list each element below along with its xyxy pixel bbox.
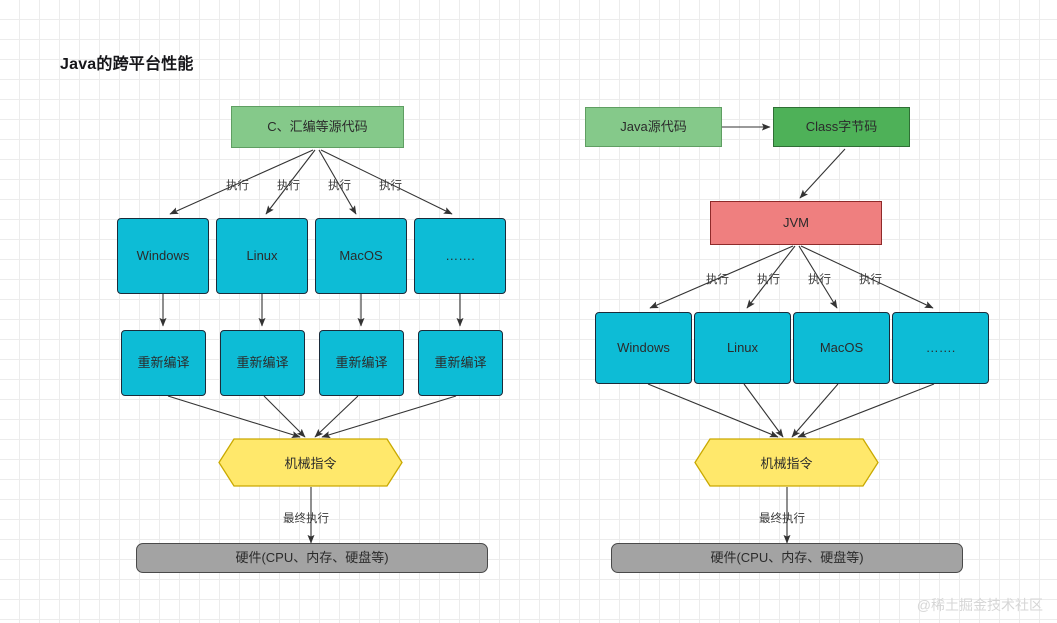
left-platform-windows[interactable]: Windows xyxy=(117,218,209,294)
right-platform-linux-label: Linux xyxy=(726,340,759,356)
left-recompile-4[interactable]: 重新编译 xyxy=(418,330,503,396)
left-exec-label-4: 执行 xyxy=(379,180,402,192)
right-platform-windows[interactable]: Windows xyxy=(595,312,692,384)
left-platform-windows-label: Windows xyxy=(136,248,190,264)
right-machine-code-label: 机械指令 xyxy=(760,456,813,471)
right-platform-macos[interactable]: MacOS xyxy=(793,312,890,384)
right-hardware-label: 硬件(CPU、内存、硬盘等) xyxy=(710,550,864,566)
right-bytecode-box[interactable]: Class字节码 xyxy=(773,107,910,147)
left-machine-code-label: 机械指令 xyxy=(284,456,337,471)
left-recompile-3-label: 重新编译 xyxy=(335,355,388,371)
left-platform-linux-label: Linux xyxy=(246,248,278,264)
right-platform-other[interactable]: ……. xyxy=(892,312,989,384)
right-source-box[interactable]: Java源代码 xyxy=(585,107,722,147)
right-platform-linux[interactable]: Linux xyxy=(694,312,791,384)
left-recompile-2[interactable]: 重新编译 xyxy=(220,330,305,396)
left-platform-other-label: ……. xyxy=(445,248,475,264)
page-title: Java的跨平台性能 xyxy=(60,56,194,73)
left-machine-code-hexagon[interactable]: 机械指令 xyxy=(218,438,403,487)
left-source-box[interactable]: C、汇编等源代码 xyxy=(231,106,404,148)
left-final-exec-label: 最终执行 xyxy=(283,513,329,525)
left-hardware-box[interactable]: 硬件(CPU、内存、硬盘等) xyxy=(136,543,488,573)
left-platform-macos-label: MacOS xyxy=(339,248,383,264)
left-recompile-1[interactable]: 重新编译 xyxy=(121,330,206,396)
left-recompile-2-label: 重新编译 xyxy=(236,355,289,371)
left-hardware-label: 硬件(CPU、内存、硬盘等) xyxy=(235,550,389,566)
right-exec-label-3: 执行 xyxy=(808,274,831,286)
right-exec-label-1: 执行 xyxy=(706,274,729,286)
right-platform-macos-label: MacOS xyxy=(819,340,864,356)
hexagon-shape xyxy=(694,438,879,487)
left-platform-other[interactable]: ……. xyxy=(414,218,506,294)
right-jvm-box[interactable]: JVM xyxy=(710,201,882,245)
left-source-label: C、汇编等源代码 xyxy=(267,119,368,135)
right-bytecode-label: Class字节码 xyxy=(805,119,878,135)
right-exec-label-2: 执行 xyxy=(757,274,780,286)
left-recompile-1-label: 重新编译 xyxy=(137,355,190,371)
hexagon-shape xyxy=(218,438,403,487)
right-final-exec-label: 最终执行 xyxy=(759,513,805,525)
left-recompile-3[interactable]: 重新编译 xyxy=(319,330,404,396)
right-platform-other-label: ……. xyxy=(925,340,956,356)
right-exec-label-4: 执行 xyxy=(859,274,882,286)
left-exec-label-1: 执行 xyxy=(226,180,249,192)
left-exec-label-3: 执行 xyxy=(328,180,351,192)
left-exec-label-2: 执行 xyxy=(277,180,300,192)
right-machine-code-hexagon[interactable]: 机械指令 xyxy=(694,438,879,487)
right-hardware-box[interactable]: 硬件(CPU、内存、硬盘等) xyxy=(611,543,963,573)
right-platform-windows-label: Windows xyxy=(617,340,670,356)
right-source-label: Java源代码 xyxy=(620,119,687,135)
watermark: @稀土掘金技术社区 xyxy=(916,597,1043,613)
left-platform-linux[interactable]: Linux xyxy=(216,218,308,294)
left-platform-macos[interactable]: MacOS xyxy=(315,218,407,294)
left-recompile-4-label: 重新编译 xyxy=(434,355,487,371)
right-jvm-label: JVM xyxy=(783,215,809,231)
